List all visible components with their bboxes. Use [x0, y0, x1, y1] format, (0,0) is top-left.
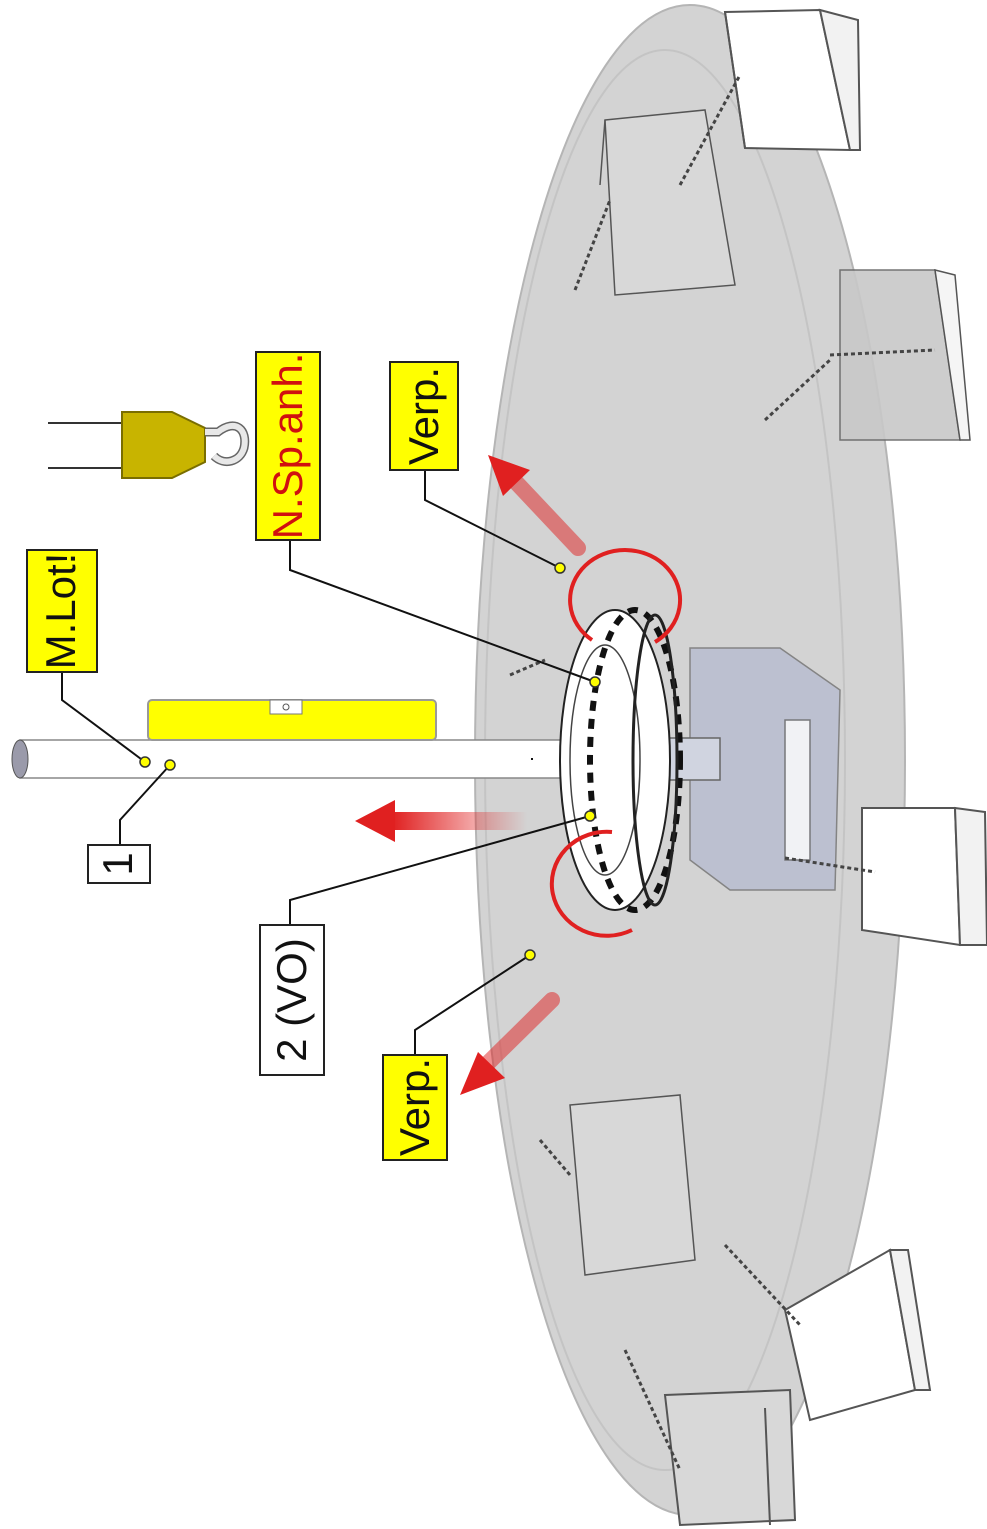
callout-1: 1	[88, 845, 150, 883]
callout-verp-bottom: Verp.	[383, 1055, 447, 1160]
callout-m-lot: M.Lot!	[27, 550, 97, 672]
outer-box-bottom	[665, 1390, 795, 1525]
spirit-level	[148, 700, 436, 740]
callout-verp-top: Verp.	[390, 362, 458, 470]
inner-box-bottom	[570, 1095, 695, 1275]
callout-verp-top-text: Verp.	[400, 367, 447, 465]
callout-2-vo: 2 (VO)	[260, 925, 324, 1075]
callout-m-lot-text: M.Lot!	[37, 553, 84, 670]
callout-2-vo-text: 2 (VO)	[268, 938, 315, 1062]
callout-n-sp-prefix: N.Sp.	[264, 434, 311, 539]
callout-anh-suffix: anh.	[264, 353, 311, 435]
callout-n-sp-anh: N.Sp.anh.	[256, 352, 320, 540]
crane-hook-icon	[48, 412, 245, 478]
outer-box-top	[725, 10, 860, 150]
callout-1-text: 1	[94, 852, 141, 875]
outer-box-right	[862, 808, 987, 945]
callout-n-sp-anh-text: N.Sp.anh.	[264, 353, 311, 540]
callout-verp-bottom-text: Verp.	[391, 1058, 438, 1156]
